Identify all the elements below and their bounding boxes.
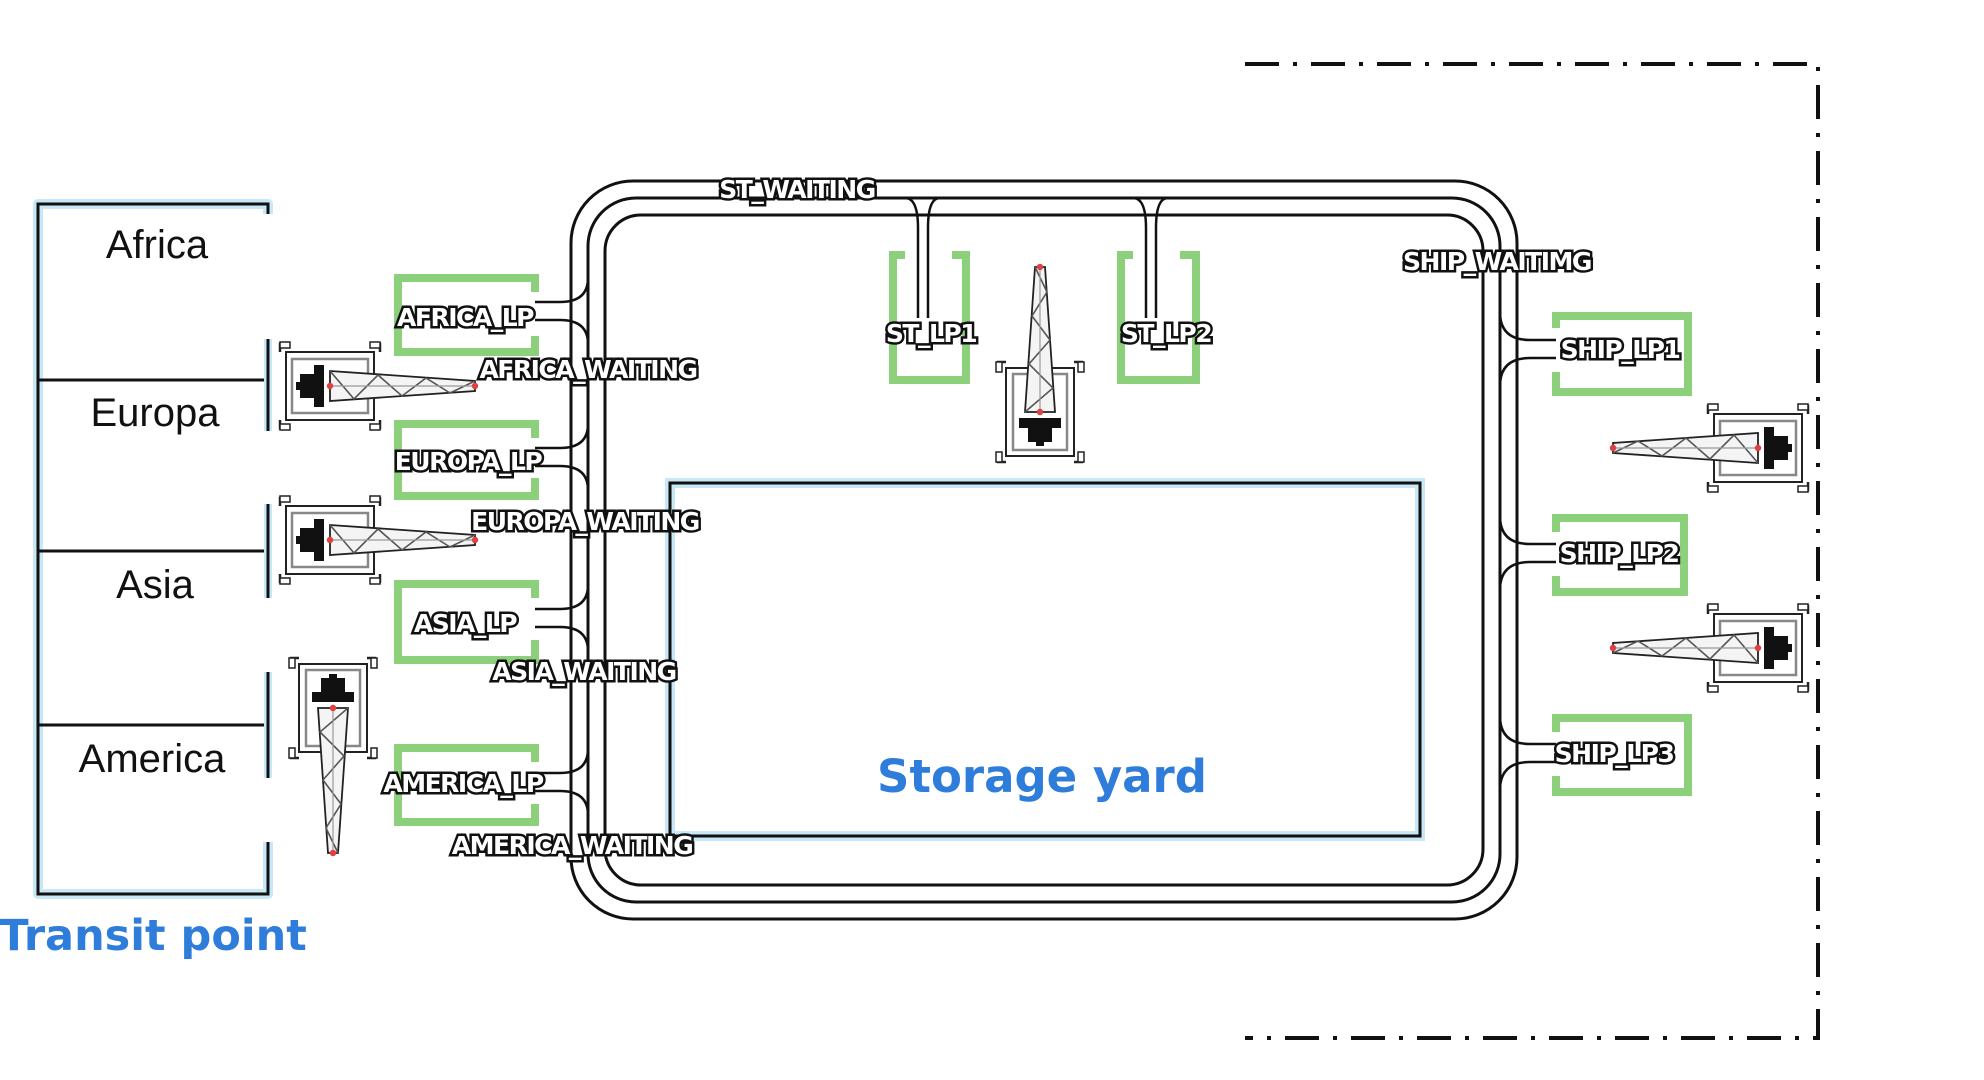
quay-boundary [1245, 62, 1820, 1040]
label-ship-lp3: SHIP_LP3 [1555, 739, 1674, 768]
track-loop [569, 179, 1519, 921]
label-america-lp: AMERICA_LP [383, 769, 543, 798]
label-ship-waiting: SHIP_WAITIMG [1403, 247, 1591, 276]
track-spurs [535, 196, 1556, 816]
transit-point-title: Transit point [0, 911, 307, 961]
storage-yard-title: Storage yard [877, 750, 1207, 803]
loading-point-asia-lp [394, 580, 539, 664]
region-label-europa: Europa [91, 391, 221, 435]
loading-point-ship-lp2 [1552, 514, 1688, 596]
loading-point-st-lp1 [889, 251, 970, 384]
label-europa-lp: EUROPA_LP [395, 447, 543, 476]
loading-point-ship-lp3 [1552, 714, 1692, 796]
label-st-lp2: ST_LP2 [1121, 319, 1211, 348]
crane-icon [994, 262, 1086, 464]
region-label-africa: Africa [106, 223, 209, 267]
crane-icon [1608, 602, 1810, 694]
loading-point-st-lp2 [1117, 251, 1200, 384]
loading-point-africa-lp [394, 274, 539, 356]
label-ship-lp1: SHIP_LP1 [1561, 335, 1680, 364]
label-asia-lp: ASIA_LP [414, 609, 517, 638]
loading-point-europa-lp [394, 420, 539, 500]
storage-yard-area [665, 478, 1425, 841]
region-label-asia: Asia [116, 563, 195, 607]
region-label-america: America [79, 737, 226, 781]
loading-point-america-lp [394, 744, 539, 826]
crane-icon [278, 494, 480, 586]
label-st-waiting: ST_WAITING [719, 175, 874, 204]
transit-point-area [33, 199, 273, 899]
label-asia-waiting: ASIA_WAITING [492, 657, 675, 686]
loading-point-ship-lp1 [1552, 312, 1692, 396]
label-america-waiting: AMERICA_WAITING [452, 831, 692, 860]
label-africa-waiting: AFRICA_WAITING [479, 355, 696, 384]
label-europa-waiting: EUROPA_WAITING [471, 507, 699, 536]
label-africa-lp: AFRICA_LP [397, 303, 534, 332]
label-st-lp1: ST_LP1 [886, 319, 976, 348]
crane-icon [287, 656, 379, 858]
label-ship-lp2: SHIP_LP2 [1560, 539, 1679, 568]
crane-icon [1608, 402, 1810, 494]
